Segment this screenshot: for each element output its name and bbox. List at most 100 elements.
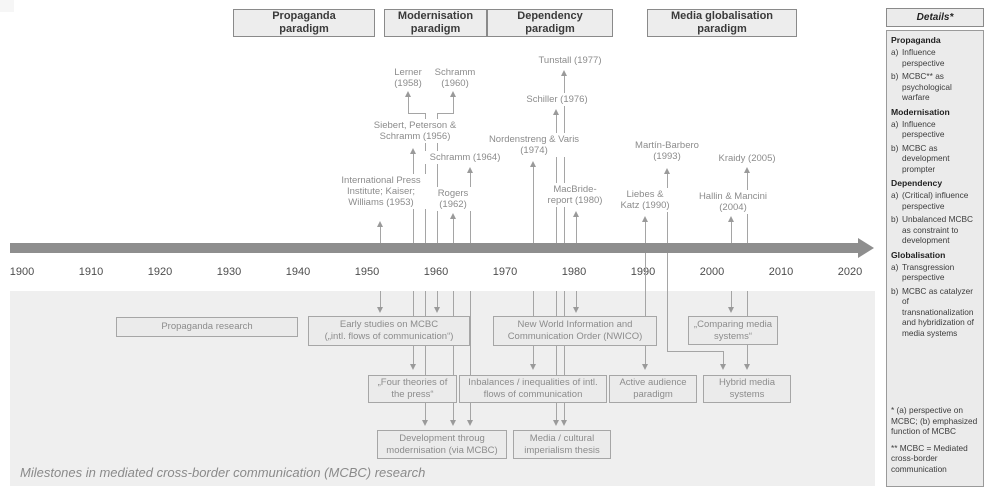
arrow-up-icon — [467, 167, 473, 173]
arrow-up-icon — [410, 148, 416, 154]
year-label: 1970 — [492, 266, 518, 278]
citation-schiller: Schiller (1976) — [522, 93, 592, 106]
item-marker: a) — [891, 261, 899, 272]
connector-line — [437, 113, 453, 114]
connector-line — [576, 291, 577, 307]
connector-line — [470, 291, 471, 420]
connector-line — [645, 253, 646, 364]
arrow-down-icon — [530, 364, 536, 370]
details-heading-globalisation: Globalisation — [891, 249, 946, 260]
connector-line — [437, 291, 438, 307]
arrow-down-icon — [728, 307, 734, 313]
connector-line — [723, 351, 724, 364]
citation-lerner: Lerner (1958) — [388, 66, 428, 90]
arrow-down-icon — [434, 307, 440, 313]
item-text: Transgression perspective — [902, 261, 955, 283]
citation-macbride: MacBride- report (1980) — [541, 183, 609, 207]
research-box-active-audience: Active audience paradigm — [609, 375, 697, 403]
citation-schramm-1960: Schramm (1960) — [429, 66, 481, 90]
item-marker: a) — [891, 190, 899, 200]
paradigm-box-propaganda: Propaganda paradigm — [233, 9, 375, 37]
connector-line — [556, 291, 557, 420]
item-text: (Critical) influence perspective — [902, 190, 969, 211]
research-box-development-modernisation: Development throug modernisation (via MC… — [377, 430, 507, 459]
timeline-axis — [10, 243, 858, 253]
arrow-down-icon — [642, 364, 648, 370]
year-label: 1960 — [423, 266, 449, 278]
paradigm-box-globalisation: Media globalisation paradigm — [647, 9, 797, 37]
arrow-up-icon — [728, 216, 734, 222]
arrow-up-icon — [642, 216, 648, 222]
details-item: a)Transgression perspective — [891, 262, 979, 283]
arrow-up-icon — [377, 221, 383, 227]
research-box-nwico: New World Information and Communication … — [493, 316, 657, 346]
connector-line — [667, 351, 724, 352]
research-box-propaganda-research: Propaganda research — [116, 317, 298, 337]
year-label: 1920 — [147, 266, 173, 278]
year-label: 2010 — [768, 266, 794, 278]
research-box-hybrid-media-systems: Hybrid media systems — [703, 375, 791, 403]
paradigm-box-modernisation: Modernisation paradigm — [384, 9, 487, 37]
arrow-up-icon — [553, 109, 559, 115]
item-text: MCBC as development prompter — [902, 142, 950, 174]
arrow-up-icon — [450, 213, 456, 219]
connector-line — [453, 291, 454, 420]
connector-line — [564, 291, 565, 420]
footnote-2: ** MCBC = Mediated cross-border communic… — [891, 442, 968, 474]
details-panel: Propaganda a)Influence perspective b)MCB… — [886, 30, 984, 487]
arrow-down-icon — [467, 420, 473, 426]
citation-kraidy: Kraidy (2005) — [714, 152, 780, 165]
connector-line — [645, 221, 646, 243]
item-marker: a) — [891, 47, 899, 57]
details-heading-propaganda: Propaganda — [891, 35, 941, 45]
arrow-up-icon — [744, 167, 750, 173]
connector-line — [380, 226, 381, 243]
arrow-down-icon — [410, 364, 416, 370]
details-item: b)MCBC as catalyzer of transnationalizat… — [891, 286, 979, 339]
details-item: a)Influence perspective — [891, 119, 979, 140]
connector-line — [425, 291, 426, 420]
item-text: MCBC** as psychological warfare — [902, 71, 952, 102]
details-panel-title: Details* — [886, 8, 984, 27]
citation-rogers: Rogers (1962) — [431, 187, 475, 211]
year-label: 2000 — [699, 266, 725, 278]
connector-line — [453, 96, 454, 114]
item-text: MCBC as catalyzer of transnationalizatio… — [902, 285, 974, 338]
year-label: 1900 — [9, 266, 35, 278]
item-text: Influence perspective — [902, 47, 945, 68]
arrow-up-icon — [573, 211, 579, 217]
item-marker: b) — [891, 71, 899, 81]
connector-line — [564, 75, 565, 243]
arrow-down-icon — [377, 307, 383, 313]
research-box-inbalances: Inbalances / inequalities of intl. flows… — [459, 375, 607, 403]
connector-line — [556, 114, 557, 243]
arrow-up-icon — [450, 91, 456, 97]
arrow-down-icon — [744, 364, 750, 370]
item-marker: b) — [891, 142, 899, 153]
connector-line — [667, 253, 668, 351]
timeline-arrowhead-icon — [858, 238, 874, 258]
footnote-1: * (a) perspective on MCBC; (b) emphasize… — [891, 405, 978, 436]
connector-line — [731, 291, 732, 307]
research-box-early-studies: Early studies on MCBC („intl. flows of c… — [308, 316, 470, 346]
item-marker: b) — [891, 214, 899, 224]
details-item: b)MCBC** as psychological warfare — [891, 71, 979, 103]
connector-line — [533, 166, 534, 243]
citation-schramm-1964: Schramm (1964) — [424, 151, 506, 164]
arrow-down-icon — [553, 420, 559, 426]
connector-line — [453, 218, 454, 243]
arrow-down-icon — [422, 420, 428, 426]
details-item: a)(Critical) influence perspective — [891, 190, 979, 211]
research-box-media-cultural-imperialism: Media / cultural imperialism thesis — [513, 430, 611, 459]
year-label: 1930 — [216, 266, 242, 278]
details-item: b)MCBC as development prompter — [891, 143, 979, 175]
connector-line — [380, 291, 381, 307]
citation-liebes-katz: Liebes & Katz (1990) — [616, 188, 674, 212]
connector-line — [731, 221, 732, 243]
arrow-down-icon — [450, 420, 456, 426]
research-box-four-theories: „Four theories of the press“ — [368, 375, 457, 403]
arrow-up-icon — [561, 70, 567, 76]
research-box-comparing-media-systems: „Comparing media systems“ — [688, 316, 778, 345]
arrow-down-icon — [720, 364, 726, 370]
